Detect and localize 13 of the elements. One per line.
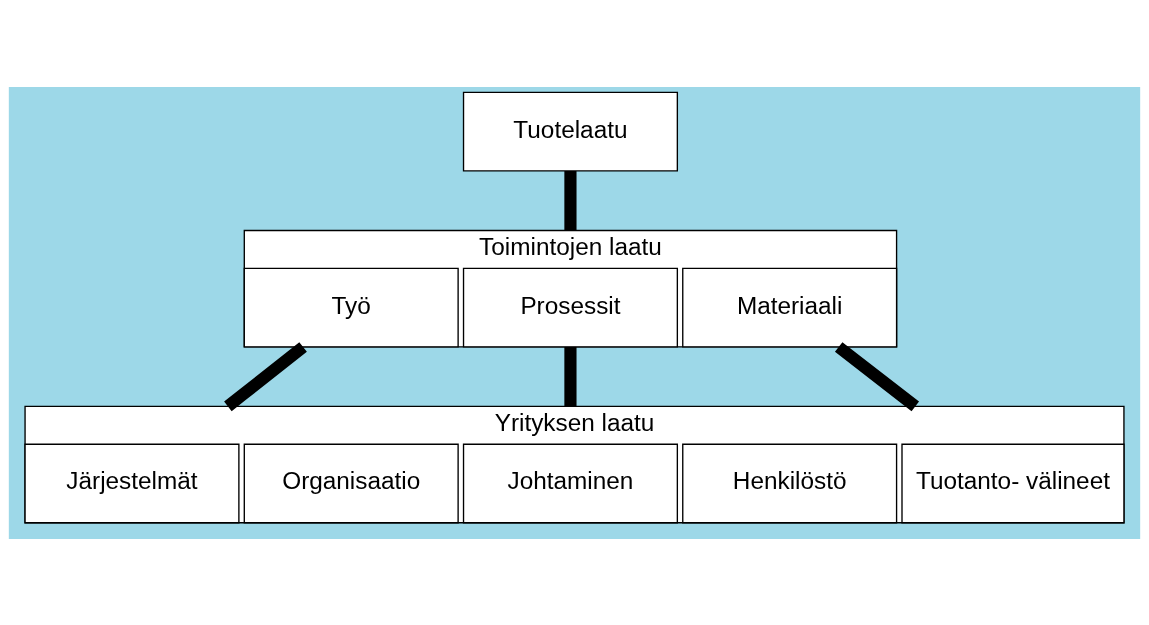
node-box: Järjestelmät	[24, 443, 240, 523]
node-box: Tuotanto- välineet	[901, 443, 1125, 523]
node-box: Työ	[243, 267, 459, 347]
node-box: Materiaali	[682, 267, 898, 347]
node-box: Organisaatio	[243, 443, 459, 523]
connector	[834, 341, 919, 411]
node-box: Henkilöstö	[682, 443, 898, 523]
connector	[564, 346, 577, 406]
node-box: Prosessit	[462, 267, 679, 347]
connector	[224, 341, 307, 411]
node-box: Johtaminen	[462, 443, 679, 523]
connector	[564, 170, 577, 230]
node-box: Tuotelaatu	[462, 91, 679, 172]
